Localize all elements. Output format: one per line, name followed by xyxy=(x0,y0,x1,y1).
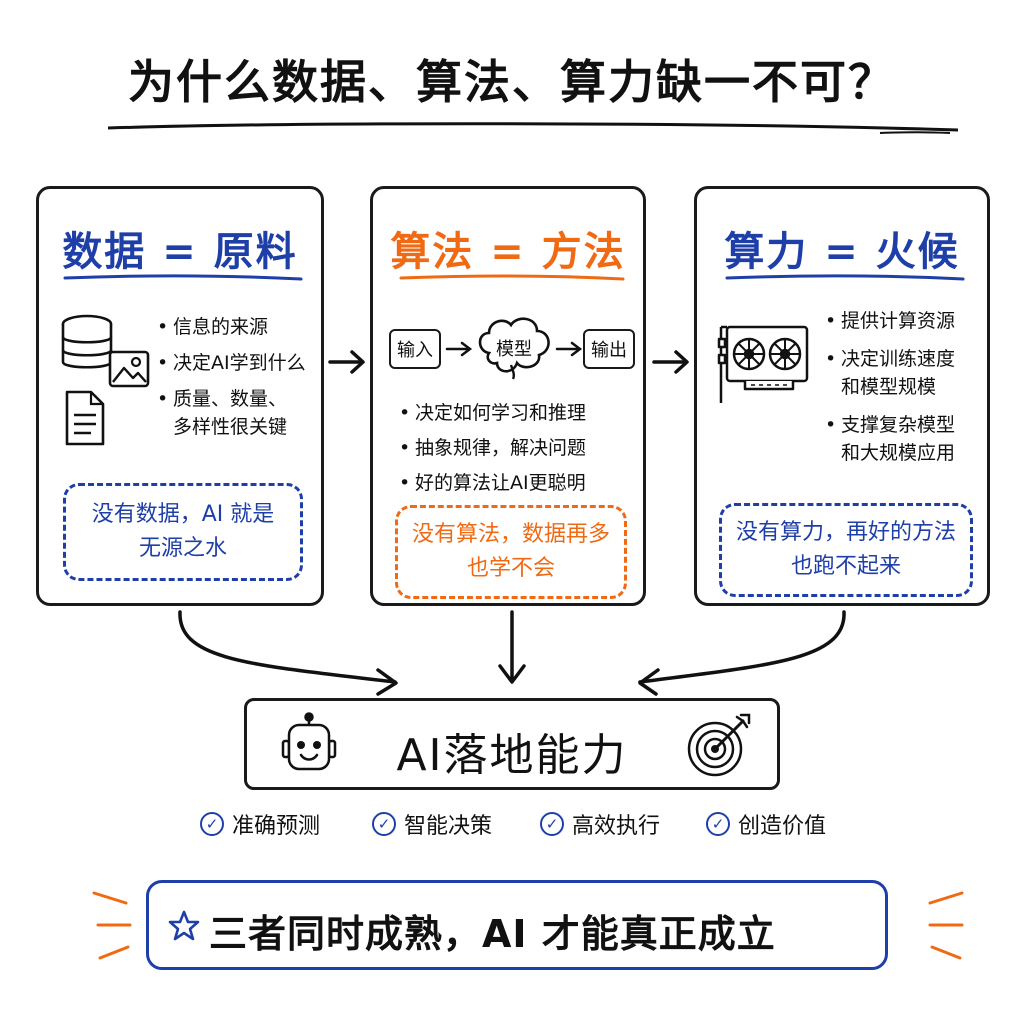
arrow-right-icon xyxy=(555,341,583,357)
result-label: AI落地能力 xyxy=(396,730,628,781)
panel-compute-callout: 没有算力，再好的方法 也跑不起来 xyxy=(719,503,973,597)
arrow-right-icon xyxy=(445,341,473,357)
flow-output-box: 输出 xyxy=(583,329,635,369)
image-icon xyxy=(108,350,150,388)
list-item: 质量、数量、 xyxy=(157,385,322,413)
panel-algorithm: 算法 = 方法 输入 模型 输出 决定如何学习和推理 抽象规律，解决问题 好的算… xyxy=(370,186,646,606)
page-title: 为什么数据、算法、算力缺一不可？ xyxy=(128,55,896,109)
target-icon xyxy=(687,713,751,777)
callout-line: 无源之水 xyxy=(138,536,227,561)
panel-data-title-underline xyxy=(63,274,303,281)
panel-compute-bullets: 提供计算资源 决定训练速度 和模型规模 支撑复杂模型 和大规模应用 xyxy=(825,307,989,467)
panel-compute-title-underline xyxy=(725,274,965,281)
callout-line: 也跑不起来 xyxy=(790,554,901,579)
document-icon xyxy=(65,390,105,446)
check-circle-icon: ✓ xyxy=(200,812,224,836)
flow-input-box: 输入 xyxy=(389,329,441,369)
callout-line: 没有算力，再好的方法 xyxy=(735,520,956,545)
panel-data-title: 数据 = 原料 xyxy=(62,229,298,275)
list-item: 和大规模应用 xyxy=(841,442,956,464)
panel-data: 数据 = 原料 信息的来源 决定AI学到什么 质量、数量、 多样性很关键 没有数… xyxy=(36,186,324,606)
list-item: 支撑复杂模型 xyxy=(825,411,989,439)
callout-line: 也学不会 xyxy=(466,556,555,581)
star-icon xyxy=(168,910,200,941)
outcome-item: ✓ 智能决策 xyxy=(372,808,492,840)
flow-model-label: 模型 xyxy=(496,339,532,360)
list-item: 决定AI学到什么 xyxy=(157,349,322,377)
gpu-card-icon xyxy=(717,325,809,403)
panel-algorithm-callout: 没有算法，数据再多 也学不会 xyxy=(395,505,627,599)
panel-algorithm-title-underline xyxy=(399,274,625,281)
outcome-label: 智能决策 xyxy=(404,814,493,839)
outcome-label: 创造价值 xyxy=(738,814,827,839)
list-item: 好的算法让AI更聪明 xyxy=(399,469,639,497)
panel-compute: 算力 = 火候 提供计算资源 决定训练速度 和模型规模 支撑复杂模型 和大规模应… xyxy=(694,186,990,606)
outcome-item: ✓ 高效执行 xyxy=(540,808,660,840)
panel-data-bullets: 信息的来源 决定AI学到什么 质量、数量、 多样性很关键 xyxy=(157,313,322,441)
robot-icon xyxy=(281,712,337,771)
list-item: 信息的来源 xyxy=(157,313,322,341)
list-item: 抽象规律，解决问题 xyxy=(399,434,639,462)
callout-line: 没有算法，数据再多 xyxy=(411,522,610,547)
list-item: 决定训练速度 xyxy=(825,345,989,373)
check-circle-icon: ✓ xyxy=(706,812,730,836)
check-circle-icon: ✓ xyxy=(540,812,564,836)
panel-compute-title: 算力 = 火候 xyxy=(724,229,960,275)
outcome-item: ✓ 准确预测 xyxy=(200,808,320,840)
list-item: 决定如何学习和推理 xyxy=(399,399,639,427)
outcome-item: ✓ 创造价值 xyxy=(706,808,826,840)
list-item: 提供计算资源 xyxy=(825,307,989,335)
check-circle-icon: ✓ xyxy=(372,812,396,836)
brain-cloud-icon xyxy=(478,317,550,380)
conclusion-box: 三者同时成熟，AI 才能真正成立 xyxy=(146,880,888,970)
outcome-label: 高效执行 xyxy=(572,814,661,839)
list-item: 和模型规模 xyxy=(841,376,937,398)
outcome-label: 准确预测 xyxy=(232,814,321,839)
result-box: AI落地能力 xyxy=(244,698,780,790)
panel-algorithm-bullets: 决定如何学习和推理 抽象规律，解决问题 好的算法让AI更聪明 xyxy=(399,399,639,497)
panel-data-callout: 没有数据，AI 就是 无源之水 xyxy=(63,483,303,581)
panel-algorithm-title: 算法 = 方法 xyxy=(390,229,626,275)
callout-line: 没有数据，AI 就是 xyxy=(91,502,275,527)
list-item: 多样性很关键 xyxy=(173,416,288,438)
conclusion-text: 三者同时成熟，AI 才能真正成立 xyxy=(209,912,776,956)
